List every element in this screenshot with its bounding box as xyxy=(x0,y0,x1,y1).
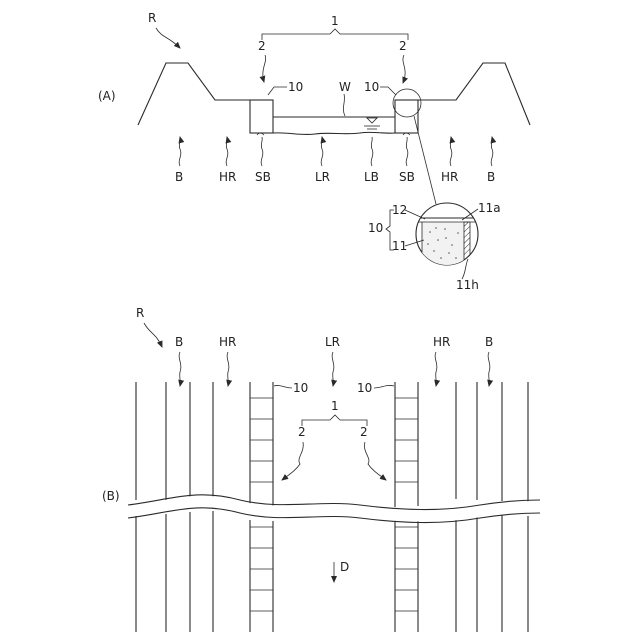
label-sb-right: SB xyxy=(399,170,415,184)
leader-w xyxy=(343,94,345,116)
arrow-lr xyxy=(321,137,323,166)
arrow-2-b-left xyxy=(282,442,303,480)
arrow-2-left xyxy=(263,55,266,82)
detail-view: 10 12 11 11a 11h xyxy=(368,201,501,292)
leader-11 xyxy=(405,240,424,246)
ref-2-right: 2 xyxy=(399,39,407,53)
ref-11h-detail: 11h xyxy=(456,278,479,292)
ref-r-a: R xyxy=(148,11,156,25)
label-lr-top: LR xyxy=(325,335,340,349)
ref-2-b-left: 2 xyxy=(298,425,306,439)
figure-b: (B) R B HR LR HR B xyxy=(102,306,540,632)
ref-w: W xyxy=(339,80,351,94)
ref-12-detail: 12 xyxy=(392,203,407,217)
leader-12 xyxy=(405,210,425,219)
label-b-left: B xyxy=(175,170,183,184)
label-b-right: B xyxy=(487,170,495,184)
ladder-right-rungs xyxy=(395,398,418,611)
panel-label-a: (A) xyxy=(98,89,116,103)
side-block-left xyxy=(250,100,273,133)
leader-11h xyxy=(462,259,468,279)
label-hr-top-left: HR xyxy=(219,335,236,349)
arrow-2-b-right xyxy=(364,442,386,480)
arrow-b-top-left xyxy=(179,352,181,386)
arrow-2-right xyxy=(403,55,405,83)
arrow-lr-top xyxy=(332,352,334,386)
water-level-symbol xyxy=(364,118,380,129)
label-b-top-right: B xyxy=(485,335,493,349)
ground-profile xyxy=(138,63,530,125)
leader-10-left xyxy=(268,87,287,95)
ref-r-b: R xyxy=(136,306,144,320)
ref-10-right: 10 xyxy=(364,80,379,94)
label-b-top-left: B xyxy=(175,335,183,349)
ref-1: 1 xyxy=(331,14,339,28)
label-hr-right: HR xyxy=(441,170,458,184)
arrow-b-left xyxy=(179,137,181,166)
channel-bed xyxy=(273,132,395,134)
brace-1 xyxy=(262,29,408,40)
detail-source-circle xyxy=(393,89,421,117)
ref-2-left: 2 xyxy=(258,39,266,53)
arrow-hr-top-left xyxy=(227,352,229,386)
label-lb: LB xyxy=(364,170,379,184)
arrow-hr-left xyxy=(226,137,228,166)
figure-a: (A) 1 2 2 R 10 1 xyxy=(98,11,530,292)
bottom-labels-a: B HR SB LR LB SB HR B xyxy=(175,137,495,184)
ref-11-detail: 11 xyxy=(392,239,407,253)
arrow-b-right xyxy=(491,137,493,166)
leader-sb-left xyxy=(261,137,263,166)
detail-block-fill xyxy=(422,222,464,272)
panel-label-b: (B) xyxy=(102,489,120,503)
arrow-hr-top-right xyxy=(435,352,437,386)
arrow-hr-right xyxy=(450,137,452,166)
arrow-r-a xyxy=(156,28,180,48)
ref-10-detail: 10 xyxy=(368,221,383,235)
leader-10-right xyxy=(380,87,396,95)
side-block-right xyxy=(395,100,418,133)
leader-sb-right xyxy=(406,137,408,166)
leader-lb xyxy=(371,137,373,166)
ref-10-left: 10 xyxy=(288,80,303,94)
ref-10-b-left: 10 xyxy=(293,381,308,395)
arrow-r-b xyxy=(144,323,162,347)
label-sb-left: SB xyxy=(255,170,271,184)
ref-d: D xyxy=(340,560,349,574)
detail-leader-line xyxy=(414,116,436,204)
leader-10-b-right xyxy=(374,385,394,388)
brace-1-b xyxy=(302,415,367,426)
ref-10-b-right: 10 xyxy=(357,381,372,395)
label-hr-left: HR xyxy=(219,170,236,184)
label-lr: LR xyxy=(315,170,330,184)
arrow-b-top-right xyxy=(488,352,490,386)
ref-1-b: 1 xyxy=(331,399,339,413)
ref-11a-detail: 11a xyxy=(478,201,501,215)
ladder-right xyxy=(395,382,418,632)
detail-hatched-side xyxy=(464,222,470,272)
ref-2-b-right: 2 xyxy=(360,425,368,439)
leader-10-b-left xyxy=(274,385,292,388)
boundary-lines-lower xyxy=(136,511,528,632)
label-hr-top-right: HR xyxy=(433,335,450,349)
